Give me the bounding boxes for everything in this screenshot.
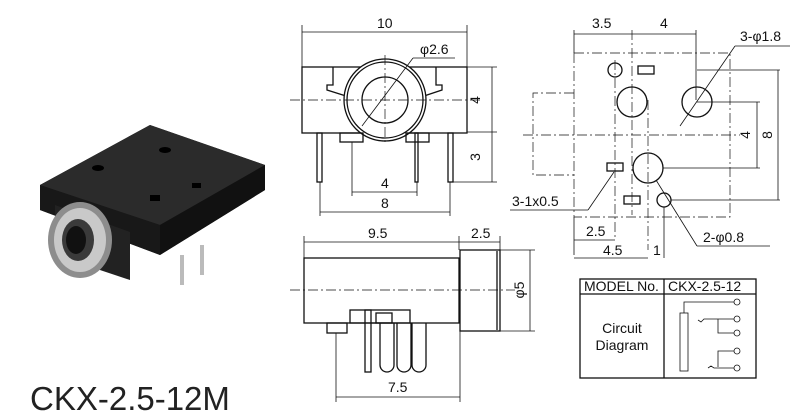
top-dim-3-5: 3.5 — [592, 15, 612, 31]
slots-label: 3-1x0.5 — [512, 193, 559, 209]
front-pin-length-dim: 3 — [467, 153, 483, 161]
circuit-diagram — [679, 298, 741, 372]
side-view — [290, 236, 535, 402]
top-dim-1: 1 — [653, 242, 661, 258]
top-view — [510, 30, 790, 259]
side-cap-dia-dim: φ5 — [511, 281, 527, 298]
front-hole-dia-dim: φ2.6 — [420, 41, 449, 57]
circuit-label-line2: Diagram — [596, 337, 649, 353]
small-holes-label: 2-φ0.8 — [703, 229, 744, 245]
side-pin-span-dim: 7.5 — [388, 379, 408, 395]
front-view — [290, 25, 497, 216]
top-dim-vertical-4: 4 — [737, 131, 753, 139]
side-body-length-dim: 9.5 — [368, 225, 388, 241]
spec-table — [579, 278, 757, 379]
top-dim-4: 4 — [660, 15, 668, 31]
side-cap-length-dim: 2.5 — [471, 225, 491, 241]
front-outer-span-dim: 8 — [381, 195, 389, 211]
front-height-dim: 4 — [467, 96, 483, 104]
front-inner-span-dim: 4 — [381, 175, 389, 191]
product-photo — [40, 125, 265, 285]
top-dim-4-5: 4.5 — [603, 242, 623, 258]
top-dim-vertical-8: 8 — [759, 131, 775, 139]
product-title: CKX-2.5-12M — [30, 380, 230, 417]
circuit-label-line1: Circuit — [602, 320, 642, 336]
model-value: CKX-2.5-12 — [668, 278, 741, 294]
top-dim-2-5: 2.5 — [586, 223, 606, 239]
model-label: MODEL No. — [584, 278, 659, 294]
large-holes-label: 3-φ1.8 — [740, 28, 781, 44]
front-width-dim: 10 — [377, 15, 393, 31]
